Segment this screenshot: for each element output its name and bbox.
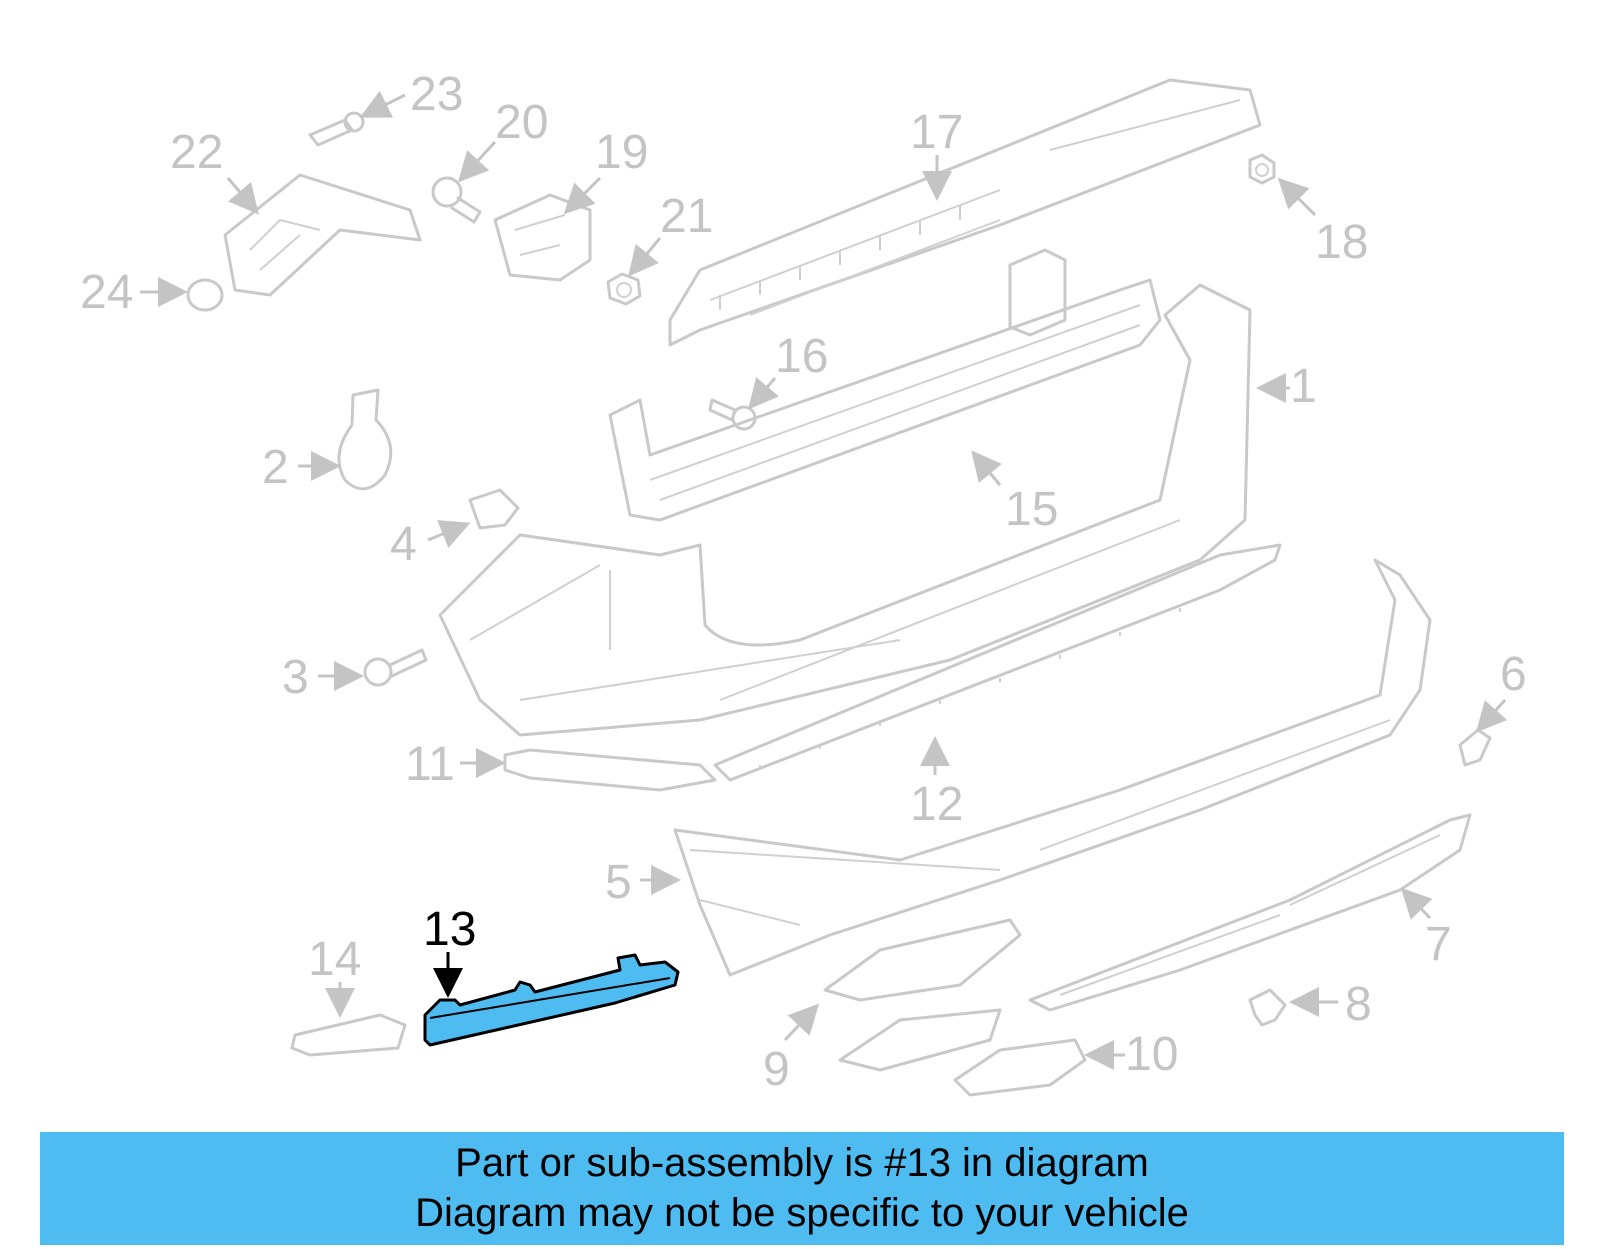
banner-line-2: Diagram may not be specific to your vehi…	[415, 1191, 1189, 1235]
part-10-trim	[953, 1038, 1087, 1097]
callout-18: 18	[1277, 177, 1368, 269]
part-17-absorber	[668, 78, 1262, 347]
part-7-diffuser	[1028, 813, 1472, 1012]
part-24-pad	[186, 278, 224, 312]
svg-text:16: 16	[775, 330, 828, 383]
part-23-bolt	[308, 111, 365, 147]
svg-text:13: 13	[423, 903, 476, 956]
callout-22: 22	[170, 126, 259, 215]
callout-2: 2	[262, 441, 341, 494]
part-19-bracket	[493, 193, 592, 282]
svg-text:15: 15	[1005, 483, 1058, 536]
callout-19: 19	[563, 126, 648, 215]
svg-text:2: 2	[262, 441, 289, 494]
part-21-nut	[606, 272, 642, 306]
svg-text:7: 7	[1425, 918, 1452, 971]
callout-17: 17	[910, 106, 963, 201]
callout-24: 24	[80, 266, 188, 319]
part-6-clip	[1458, 728, 1492, 767]
svg-text:17: 17	[910, 106, 963, 159]
part-13-highlighted	[423, 953, 680, 1047]
callout-4: 4	[390, 518, 471, 571]
svg-text:21: 21	[660, 190, 713, 243]
svg-text:22: 22	[170, 126, 223, 179]
part-1-bumper-cover	[438, 283, 1252, 737]
callout-7: 7	[1400, 887, 1452, 971]
svg-text:23: 23	[410, 68, 463, 121]
callout-23: 23	[359, 68, 463, 121]
part-5-lower-cover	[673, 558, 1432, 977]
svg-text:10: 10	[1125, 1028, 1178, 1081]
svg-text:14: 14	[308, 933, 361, 986]
callout-21: 21	[628, 190, 713, 277]
part-14-reflector	[290, 1013, 407, 1057]
callout-15: 15	[971, 450, 1058, 536]
part-15-beam	[608, 248, 1162, 522]
callout-14: 14	[308, 933, 361, 1018]
part-9-trim	[823, 918, 1022, 1072]
part-22-bracket	[223, 173, 422, 297]
svg-text:4: 4	[390, 518, 417, 571]
part-20-screw	[431, 176, 482, 224]
svg-text:3: 3	[282, 651, 309, 704]
part-18-nut	[1248, 153, 1276, 185]
callout-20: 20	[457, 96, 548, 183]
callout-16: 16	[748, 330, 828, 410]
svg-text:6: 6	[1500, 648, 1527, 701]
callout-6: 6	[1476, 648, 1527, 733]
part-12-strip	[713, 543, 1282, 782]
svg-text:20: 20	[495, 96, 548, 149]
svg-text:1: 1	[1290, 360, 1317, 413]
callout-11: 11	[405, 738, 506, 791]
callout-3: 3	[282, 651, 364, 704]
svg-text:12: 12	[910, 778, 963, 831]
callout-5: 5	[605, 856, 681, 909]
info-banner: Part or sub-assembly is #13 in diagram D…	[40, 1132, 1564, 1245]
svg-text:9: 9	[763, 1043, 790, 1096]
part-2-grommet	[337, 388, 393, 491]
callout-13: 13	[423, 903, 476, 998]
svg-text:8: 8	[1345, 978, 1372, 1031]
svg-text:5: 5	[605, 856, 632, 909]
callout-1: 1	[1256, 360, 1317, 413]
part-11-strip	[503, 748, 717, 792]
callout-10: 10	[1084, 1028, 1178, 1081]
part-3-screw	[363, 648, 428, 687]
svg-text:24: 24	[80, 266, 133, 319]
svg-text:11: 11	[405, 738, 455, 791]
part-8-clip	[1248, 988, 1287, 1027]
callout-8: 8	[1289, 978, 1372, 1031]
banner-line-1: Part or sub-assembly is #13 in diagram	[455, 1141, 1149, 1185]
svg-text:18: 18	[1315, 216, 1368, 269]
callout-9: 9	[763, 1003, 820, 1096]
svg-text:19: 19	[595, 126, 648, 179]
part-4-clip	[468, 488, 520, 530]
callout-12: 12	[910, 736, 963, 831]
